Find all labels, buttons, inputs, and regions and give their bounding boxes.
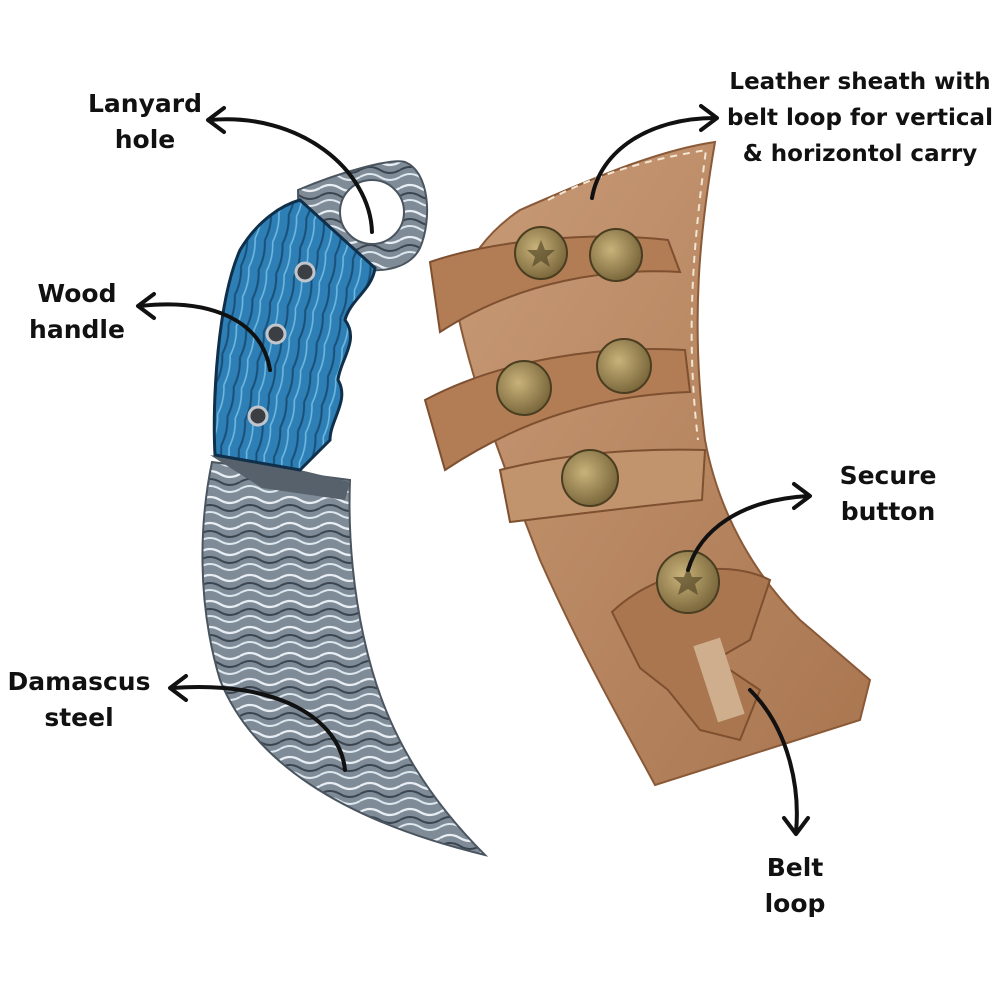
label-line: Lanyard [88, 89, 202, 118]
label-line: Leather sheath with [729, 69, 991, 95]
label-line: Wood [37, 279, 117, 308]
label-line: loop [764, 889, 826, 918]
knife-blade [201, 460, 489, 857]
knife-bolster [210, 455, 350, 500]
arrow-icon [136, 104, 812, 836]
label-line: & horizontol carry [742, 141, 978, 167]
label-line: belt loop for vertical [727, 105, 993, 131]
label-belt-loop: Belt loop [740, 850, 850, 922]
label-line: Secure [839, 461, 937, 490]
label-line: hole [114, 125, 176, 154]
knife-illustration [201, 160, 489, 857]
label-wood-handle: Wood handle [22, 276, 132, 348]
knife-handle [212, 198, 377, 472]
label-damascus-steel: Damascus steel [0, 664, 158, 736]
label-line: button [840, 497, 936, 526]
label-line: Belt [766, 853, 824, 882]
label-secure-button: Secure button [818, 458, 958, 530]
secure-button-group [496, 226, 720, 614]
label-line: Damascus [7, 667, 151, 696]
label-line: steel [44, 703, 114, 732]
label-leather-sheath: Leather sheath with belt loop for vertic… [720, 64, 1000, 172]
label-lanyard-hole: Lanyard hole [80, 86, 210, 158]
sheath-illustration [423, 140, 872, 787]
label-line: handle [29, 315, 125, 344]
